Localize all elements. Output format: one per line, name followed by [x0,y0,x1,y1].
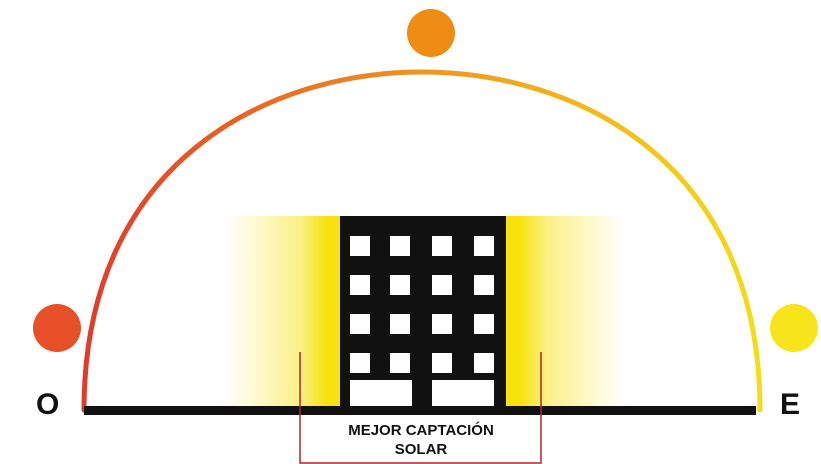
west-label: O [36,388,60,421]
caption-line-1: MEJOR CAPTACIÓN [348,422,494,439]
east-label: E [780,388,801,421]
sun-west-icon [33,304,81,352]
building-icon [340,216,506,410]
ground-line [84,406,756,415]
sun-east-icon [770,304,818,352]
best-capture-caption: MEJOR CAPTACIÓN SOLAR [300,421,542,459]
west-facade-glow [226,216,340,409]
east-facade-glow [506,216,624,409]
sun-noon-icon [407,9,455,57]
sun-path-arc [81,69,763,413]
best-capture-bracket [299,352,542,464]
building-windows [350,236,494,410]
caption-line-2: SOLAR [394,441,448,458]
